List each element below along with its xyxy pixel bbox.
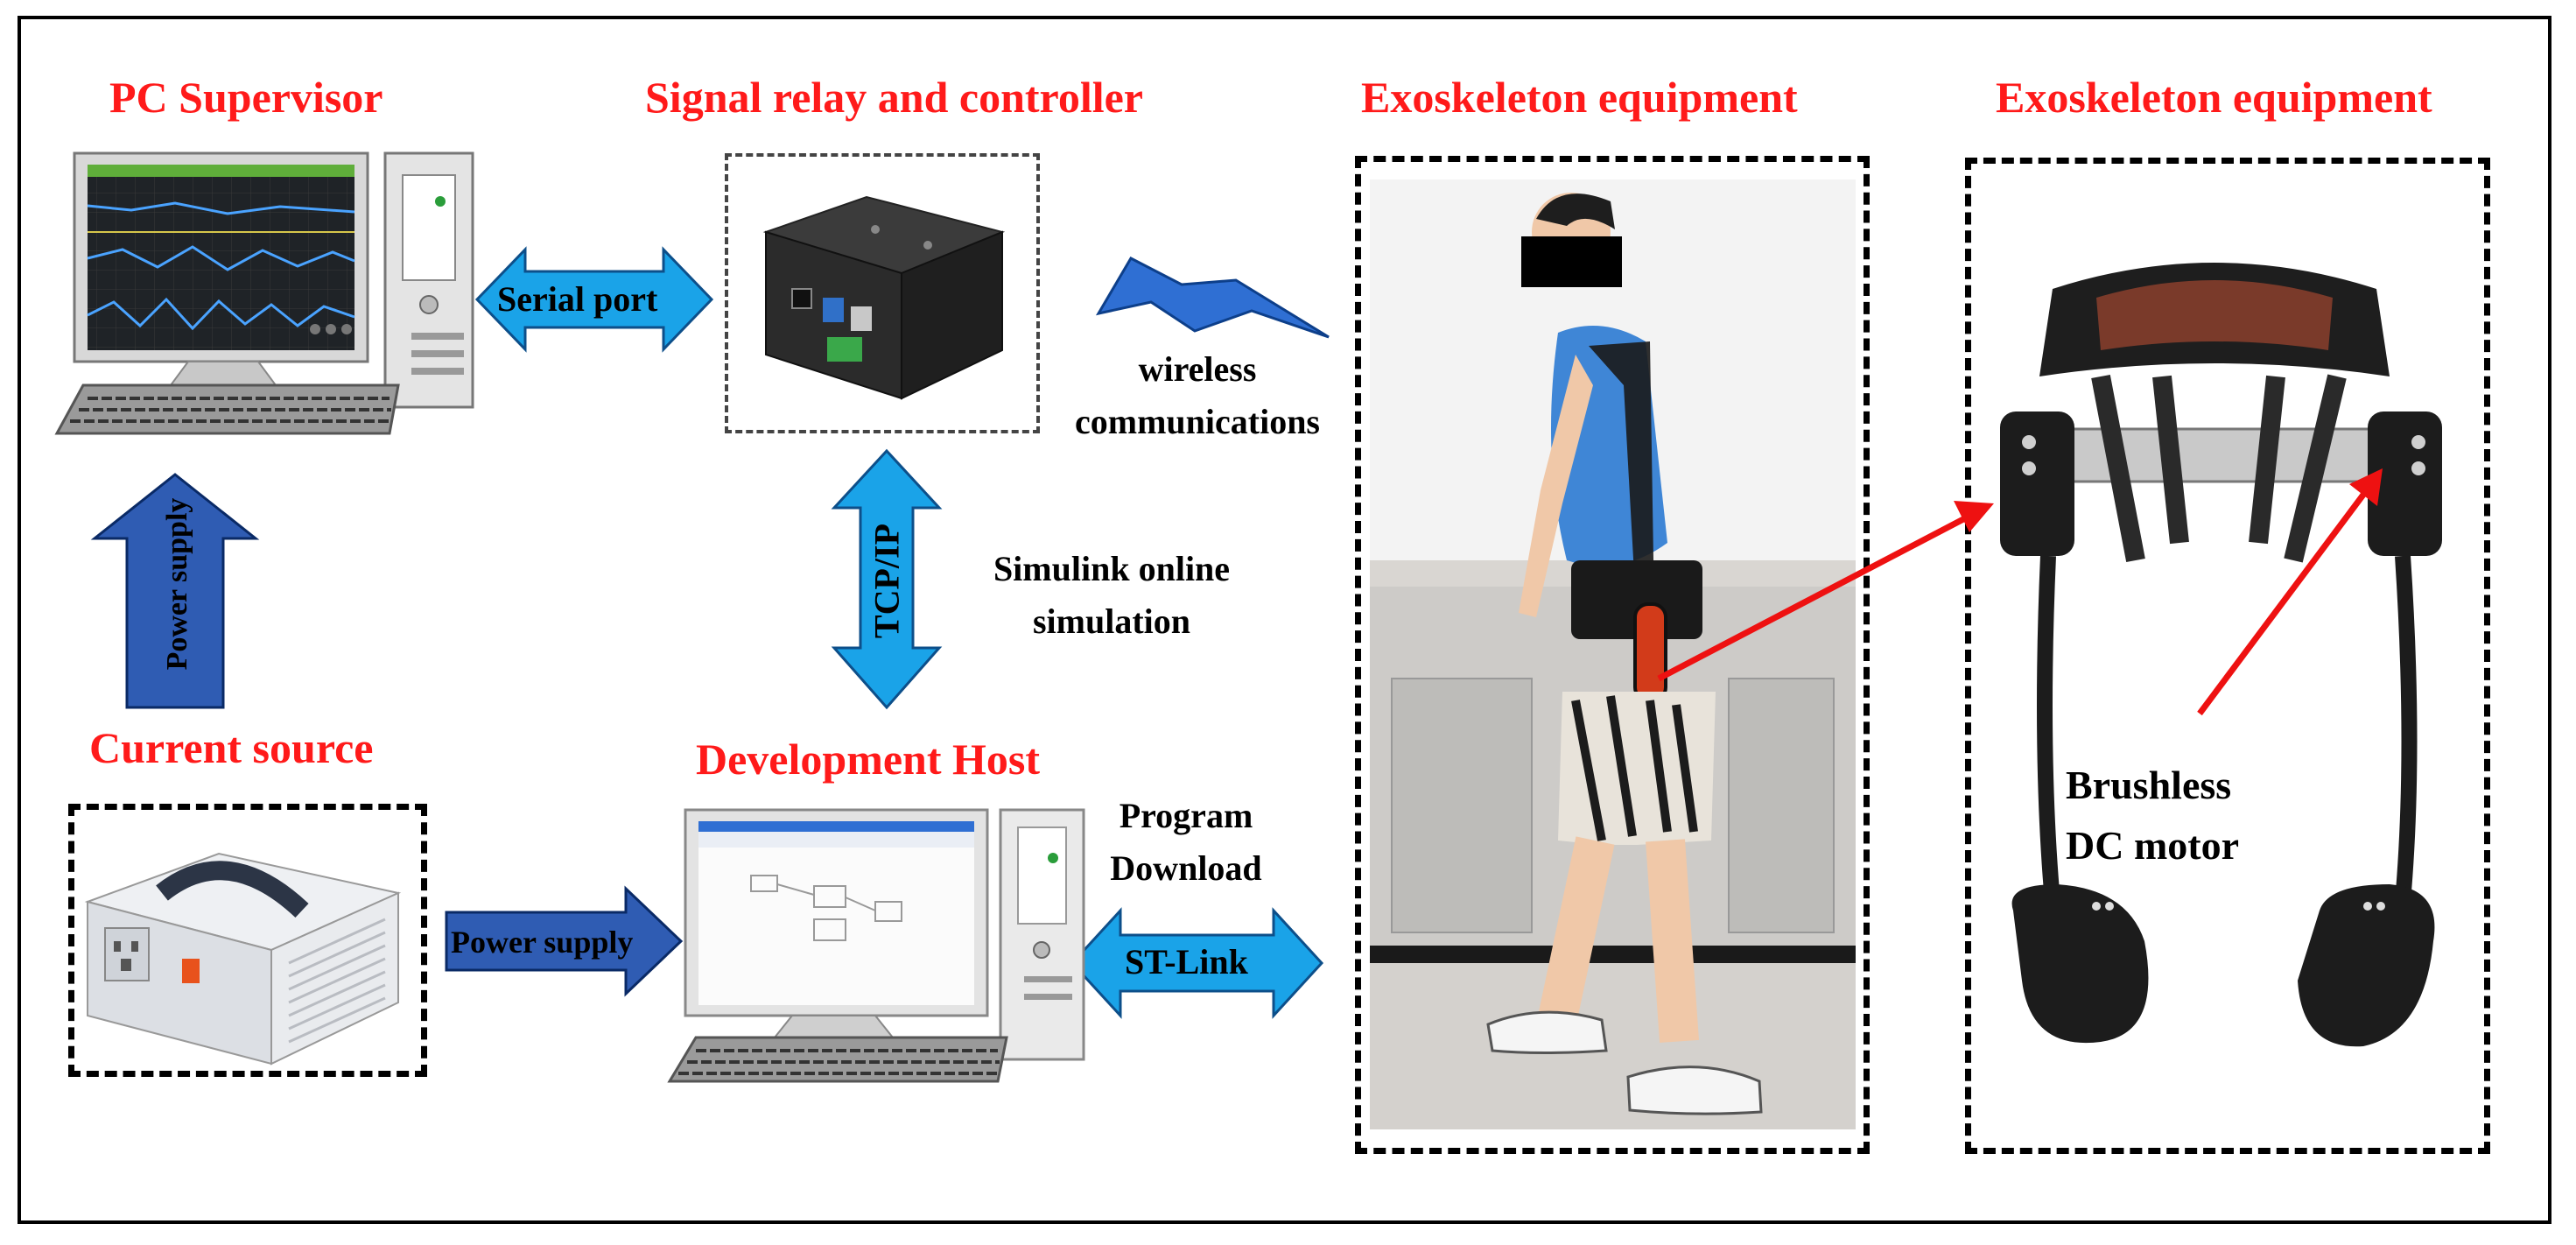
voltage-regulator-icon bbox=[88, 854, 398, 1064]
motor-line-2: DC motor bbox=[2066, 815, 2328, 876]
power-supply-horizontal-label: Power supply bbox=[451, 924, 633, 960]
power-supply-vertical-label: Power supply bbox=[161, 479, 194, 689]
simulink-label: Simulink online simulation bbox=[954, 543, 1269, 648]
wireless-label: wireless communications bbox=[1040, 343, 1355, 448]
person-walking-icon bbox=[1370, 179, 1856, 1129]
program-line-1: Program bbox=[1055, 790, 1317, 842]
simulink-line-2: simulation bbox=[954, 595, 1269, 648]
tcp-ip-label: TCP/IP bbox=[867, 520, 908, 643]
motor-label: Brushless DC motor bbox=[2066, 755, 2328, 876]
wireless-line-1: wireless bbox=[1040, 343, 1355, 396]
motor-line-1: Brushless bbox=[2066, 755, 2328, 815]
program-line-2: Download bbox=[1055, 842, 1317, 895]
controller-box-icon bbox=[766, 197, 1002, 398]
wireless-line-2: communications bbox=[1040, 396, 1355, 448]
serial-port-label: Serial port bbox=[497, 278, 657, 320]
desktop-computer-icon bbox=[57, 153, 473, 433]
exoskeleton-device-icon bbox=[2000, 263, 2442, 1046]
simulink-line-1: Simulink online bbox=[954, 543, 1269, 595]
st-link-label: ST-Link bbox=[1125, 941, 1248, 982]
development-host-computer-icon bbox=[670, 810, 1084, 1081]
program-download-label: Program Download bbox=[1055, 790, 1317, 895]
lightning-bolt-icon bbox=[1098, 258, 1329, 337]
